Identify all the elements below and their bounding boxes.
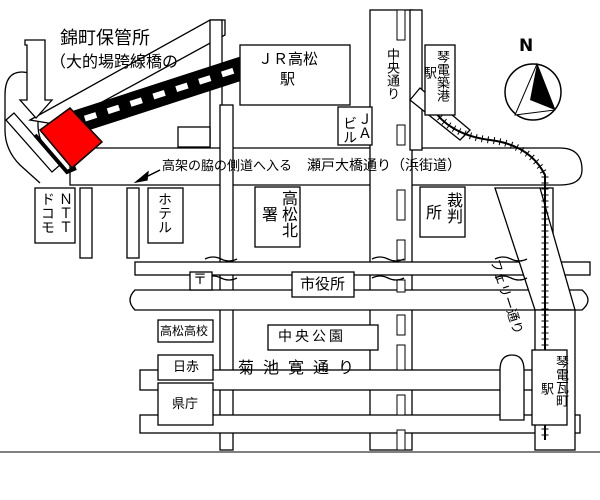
hotel-vert-road <box>126 187 140 259</box>
roads <box>4 9 591 451</box>
hotel-building <box>147 187 184 244</box>
police-building <box>254 186 301 248</box>
ferry-loop-road <box>499 354 525 421</box>
police-label-1: 高松北 <box>279 190 298 238</box>
chuo-dori-label: 中央通り <box>384 48 399 100</box>
ntt-building <box>34 187 76 244</box>
ntt-label-1: ＮＴＴ <box>57 192 73 234</box>
jr-station-building <box>239 44 351 106</box>
kotoden-railway <box>429 105 549 440</box>
kotoden-chikko-suffix: 駅 <box>421 66 436 79</box>
ntt-label-2: ドコモ <box>39 192 55 234</box>
north-compass-icon <box>504 62 562 121</box>
ja-building <box>337 106 373 146</box>
kotoden-kawaramachi-suffix: 駅 <box>538 382 553 395</box>
red-cross-label: 日赤 <box>173 360 200 375</box>
chikko-station-building <box>424 44 456 116</box>
parking-lot-marker <box>38 107 104 170</box>
ja-bldg-label-1: ＪＡ <box>356 112 372 140</box>
pref-office-label: 県庁 <box>172 397 199 412</box>
kotoden-kawaramachi-label: 琴電瓦町 <box>553 355 568 407</box>
jr-station-suffix: 駅 <box>280 70 296 88</box>
chuo-median <box>396 9 406 451</box>
parking-subtitle: （大的場跨線橋の <box>50 52 179 71</box>
parking-arrow <box>18 39 54 119</box>
city-hall-building <box>291 271 355 298</box>
central-park-label: 中央公園 <box>278 329 346 345</box>
setoohashi-dori-label: 瀬戸大橋通り（浜街道） <box>307 158 461 174</box>
kotoden-chikko-label: 琴電築港 <box>434 50 449 102</box>
annotation-arrows <box>18 39 161 184</box>
kikuchi-kan-dori-label: 菊池寛通り <box>238 358 364 377</box>
police-label-2: 署 <box>259 206 278 222</box>
city-hall-road <box>129 289 589 311</box>
central-park-building <box>267 324 379 351</box>
kawaramachi-station-building <box>531 349 568 426</box>
city-hall-label: 市役所 <box>300 275 346 293</box>
jr-station-label: ＪＲ高松 <box>258 50 319 68</box>
takamatsu-hs-building <box>157 319 214 343</box>
court-label-1: 裁判 <box>444 192 463 224</box>
jr-railway <box>60 55 250 138</box>
side-road-annotation: 高架の脇の側道へ入る <box>162 159 293 174</box>
ja-bldg-label-2: ビル <box>341 116 357 144</box>
south-road <box>139 414 581 434</box>
post-office-label: 〒 <box>193 272 207 288</box>
setoohashi-road <box>69 147 583 186</box>
buildings <box>34 44 568 426</box>
red-cross-building <box>157 354 214 381</box>
north-label: N <box>519 36 534 56</box>
takamatsu-hs-label: 高松高校 <box>160 324 209 338</box>
hotel-label: ホテル <box>156 192 172 234</box>
ichiba-road <box>134 261 591 276</box>
top-east-road <box>409 9 423 151</box>
ntt-vert-road <box>79 187 93 259</box>
parking-title: 錦町保管所 <box>60 28 150 49</box>
post-office <box>189 271 213 291</box>
parking-lot-shadow <box>33 133 77 175</box>
left-curve-road <box>4 71 66 184</box>
court-label-2: 所 <box>423 204 442 220</box>
court-building <box>419 186 466 238</box>
pref-office-building <box>157 382 214 426</box>
small-building <box>177 126 211 148</box>
west-main-road <box>219 104 234 451</box>
